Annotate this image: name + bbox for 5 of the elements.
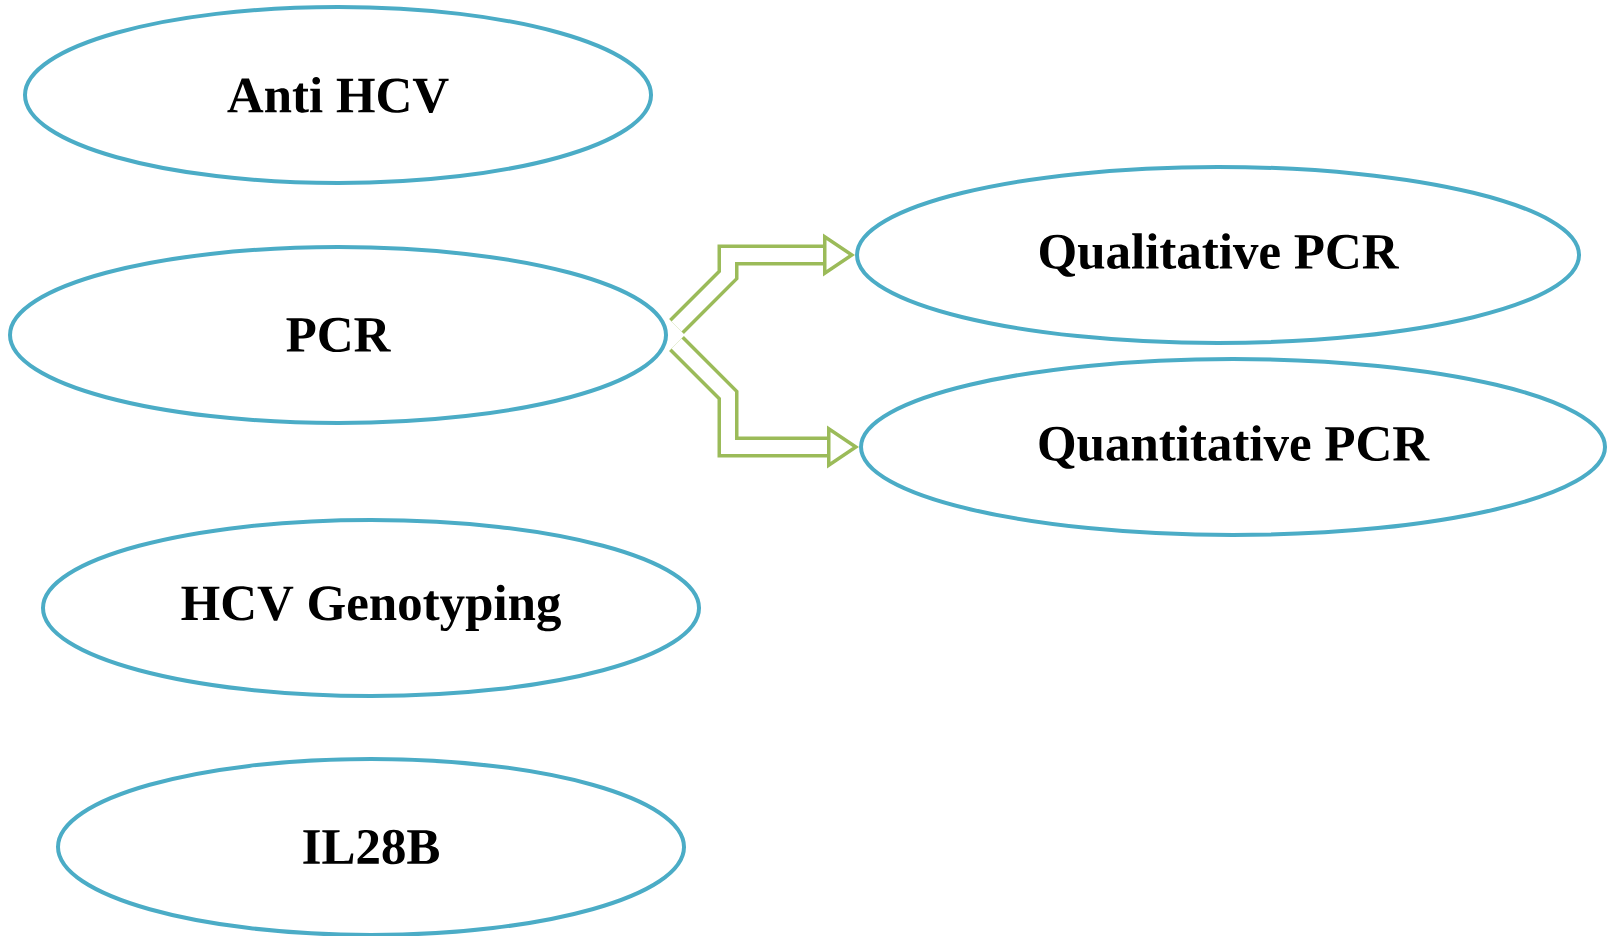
oval-node: PCR — [8, 245, 668, 425]
oval-node: HCV Genotyping — [41, 518, 701, 698]
oval-node: Quantitative PCR — [859, 357, 1607, 537]
oval-node: Anti HCV — [23, 4, 653, 185]
oval-node: Qualitative PCR — [855, 165, 1581, 345]
